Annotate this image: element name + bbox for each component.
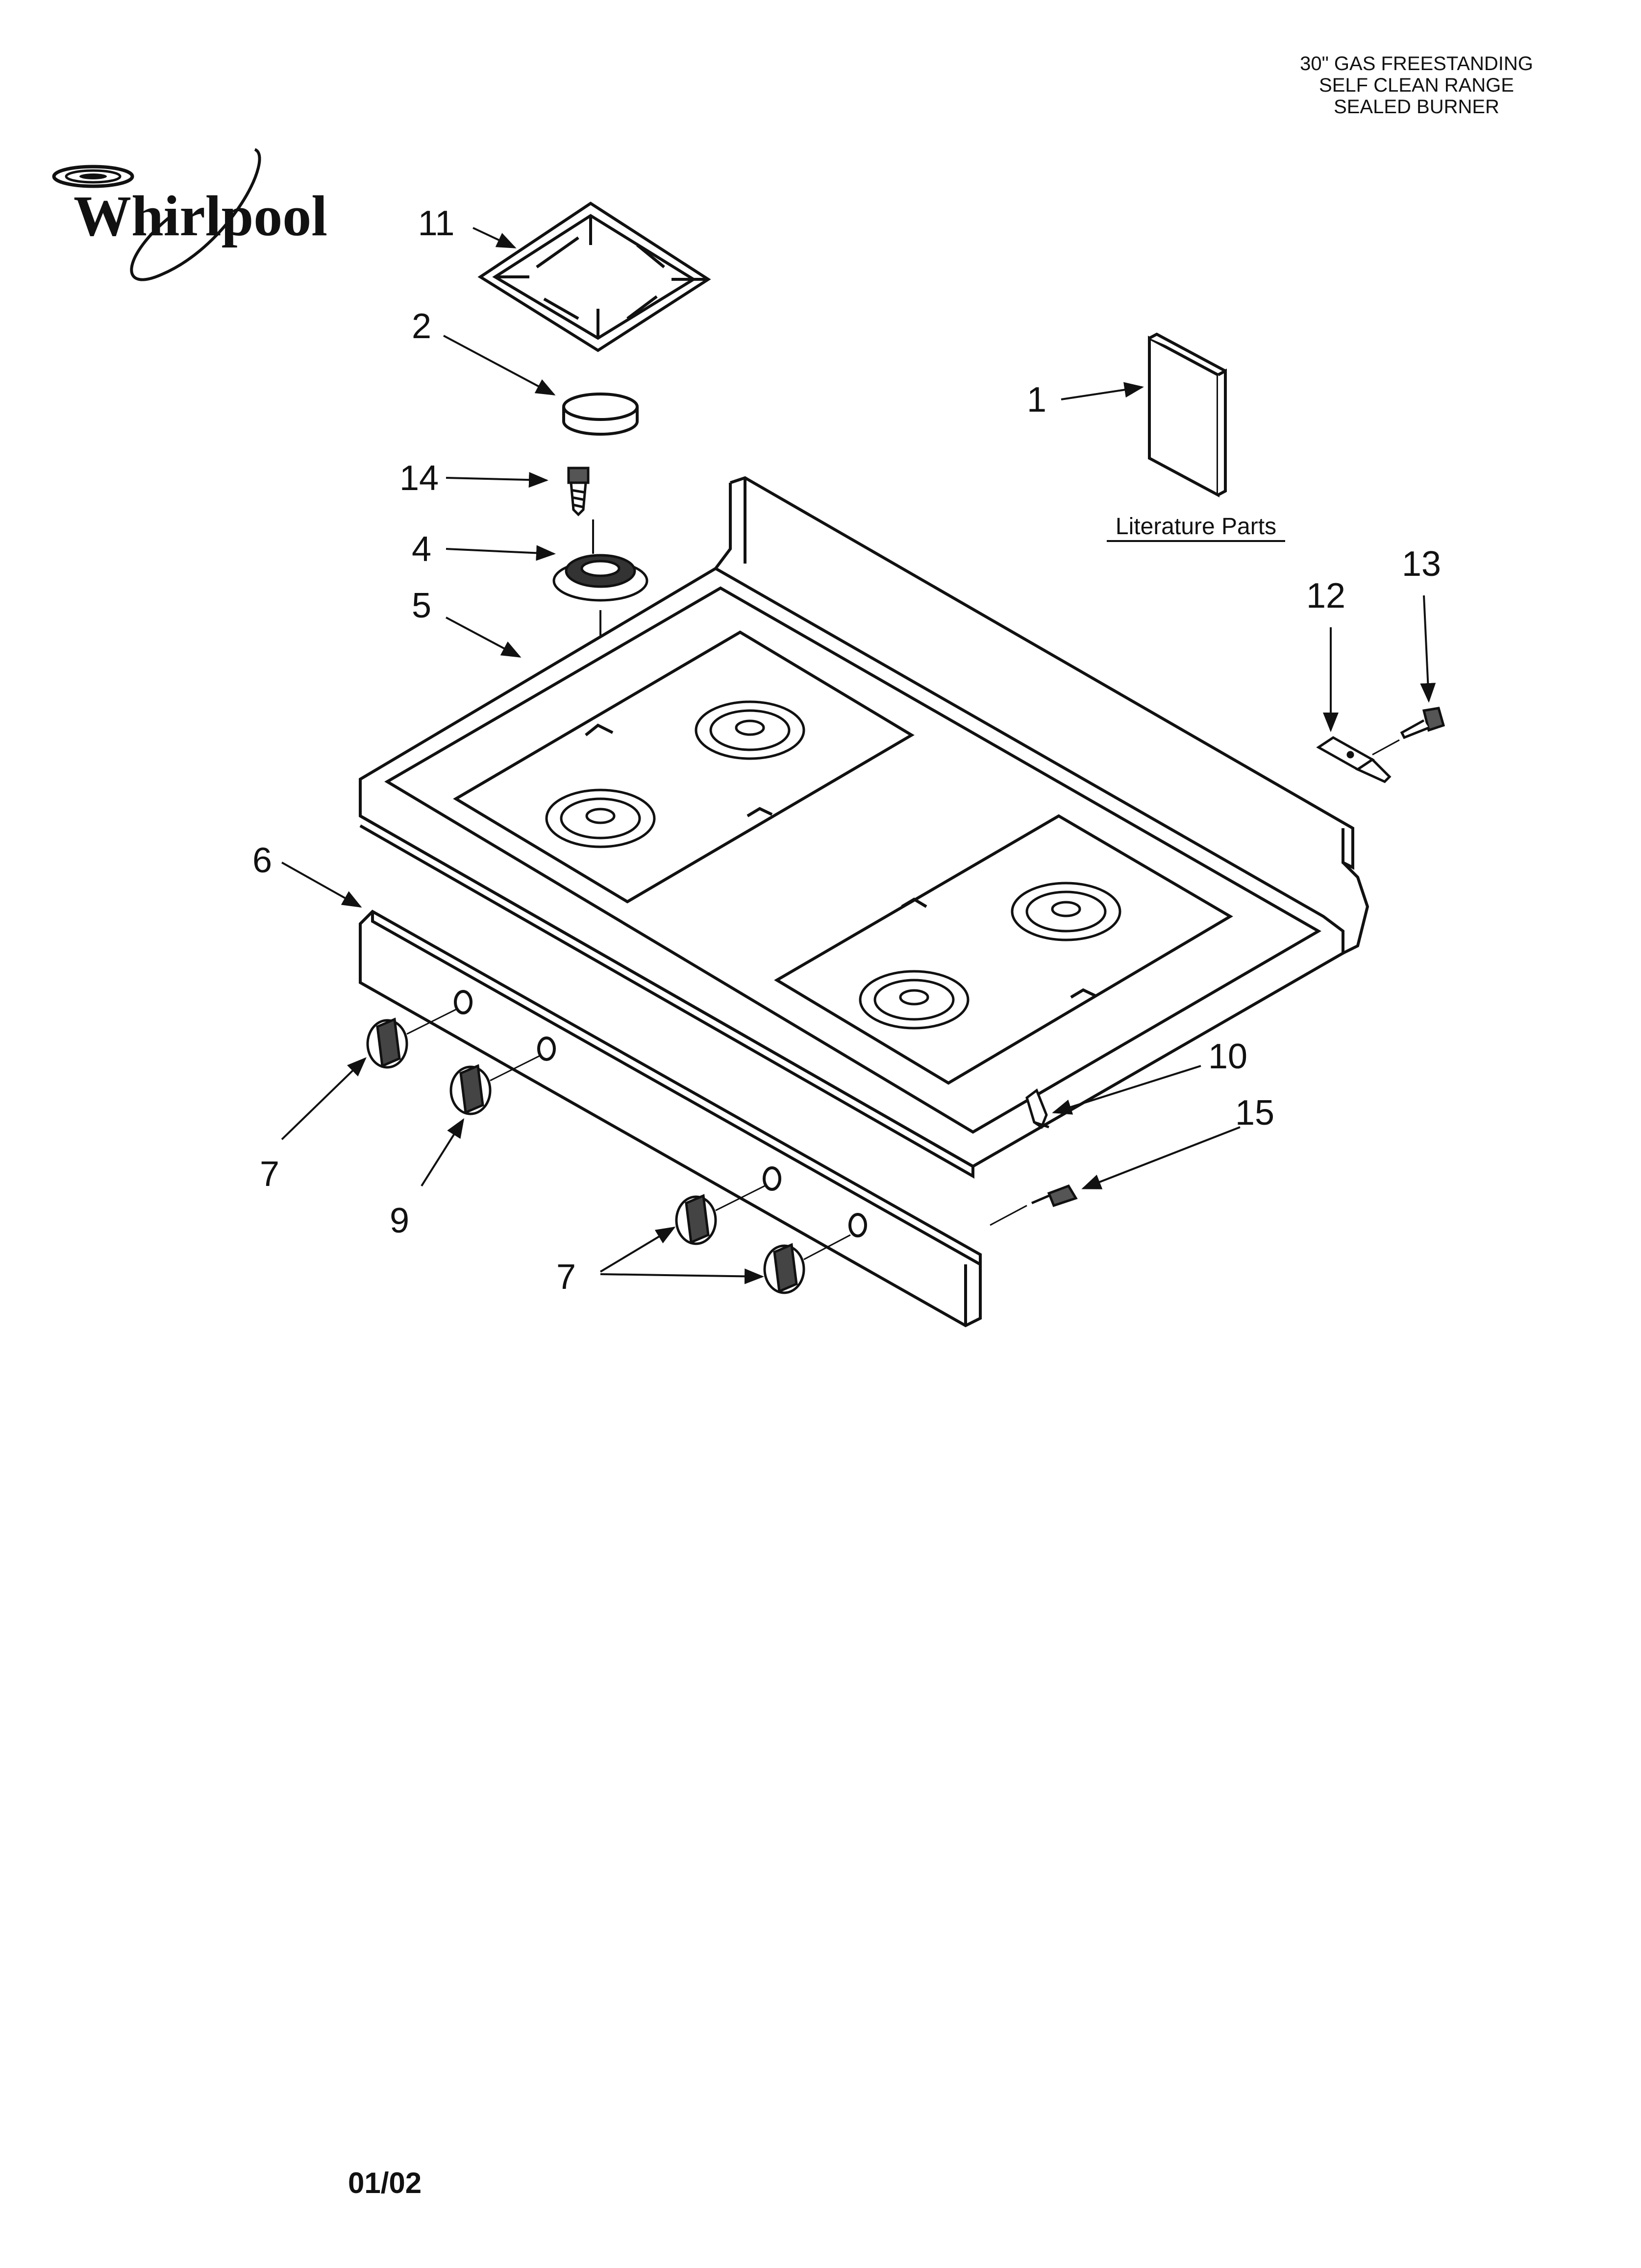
knob-left-bottom [449,1055,540,1115]
title-line-1: 30" GAS FREESTANDING [1300,53,1533,74]
leader-7-top [281,1057,367,1140]
leader-5 [446,616,522,658]
logo-orbit [130,148,261,281]
title-line-2: SELF CLEAN RANGE [1319,74,1514,96]
title-line-3: SEALED BURNER [1334,96,1499,118]
burner-grate [477,201,711,352]
callout-7-left: 7 [260,1155,279,1194]
date-code: 01/02 [348,2167,422,2199]
leader-13 [1420,595,1436,703]
callout-12: 12 [1306,576,1345,616]
leader-1 [1061,382,1144,400]
leader-10 [1052,1065,1201,1115]
control-knobs [366,1009,851,1294]
burner-base [552,519,648,602]
whirlpool-logo: Whirlpool [52,148,327,281]
diagram-title-block: 30" GAS FREESTANDING SELF CLEAN RANGE SE… [1265,53,1568,118]
callout-6: 6 [252,841,272,880]
panel-screw [990,1184,1078,1226]
leader-14 [446,472,548,488]
knob-right-bottom [763,1234,851,1294]
callout-leaders [281,227,1436,1284]
knob-right-top [675,1185,765,1245]
burner-cap [562,393,639,436]
leader-15 [1081,1126,1241,1189]
burner-openings [545,700,1121,1030]
leader-7-bottom-b [600,1268,764,1284]
callout-numbers: 11 2 1 14 4 5 6 7 9 7 12 13 10 15 [252,204,1441,1297]
leader-9 [421,1118,465,1187]
leader-11 [472,227,517,248]
panel-clip [1025,1088,1049,1129]
callout-2: 2 [412,307,431,346]
callout-4: 4 [412,530,431,569]
logo-swirl-outer [52,165,134,188]
bracket-screw [1372,707,1445,756]
literature-booklet [1148,332,1227,498]
callout-10: 10 [1208,1037,1247,1076]
callout-15: 15 [1235,1093,1274,1133]
control-panel [359,910,982,1328]
literature-parts-label: Literature Parts [1116,514,1276,540]
callout-13: 13 [1402,544,1441,584]
logo-wordmark: Whirlpool [74,184,327,248]
callout-7-bottom: 7 [556,1257,576,1297]
leader-2 [443,335,556,395]
burner-screw [567,467,590,517]
callout-1: 1 [1027,380,1046,419]
logo-swirl-inner [79,173,107,179]
callout-5: 5 [412,586,431,625]
logo-swirl-middle [65,169,122,184]
callout-11: 11 [418,204,455,243]
cooktop [359,476,1369,1179]
callout-14: 14 [399,459,439,498]
knob-left-top [366,1009,456,1069]
leader-6 [281,862,362,908]
leader-4 [446,545,556,561]
callout-9: 9 [390,1201,409,1240]
leader-7-bottom-a [599,1226,676,1273]
igniter-bracket [1316,736,1392,783]
